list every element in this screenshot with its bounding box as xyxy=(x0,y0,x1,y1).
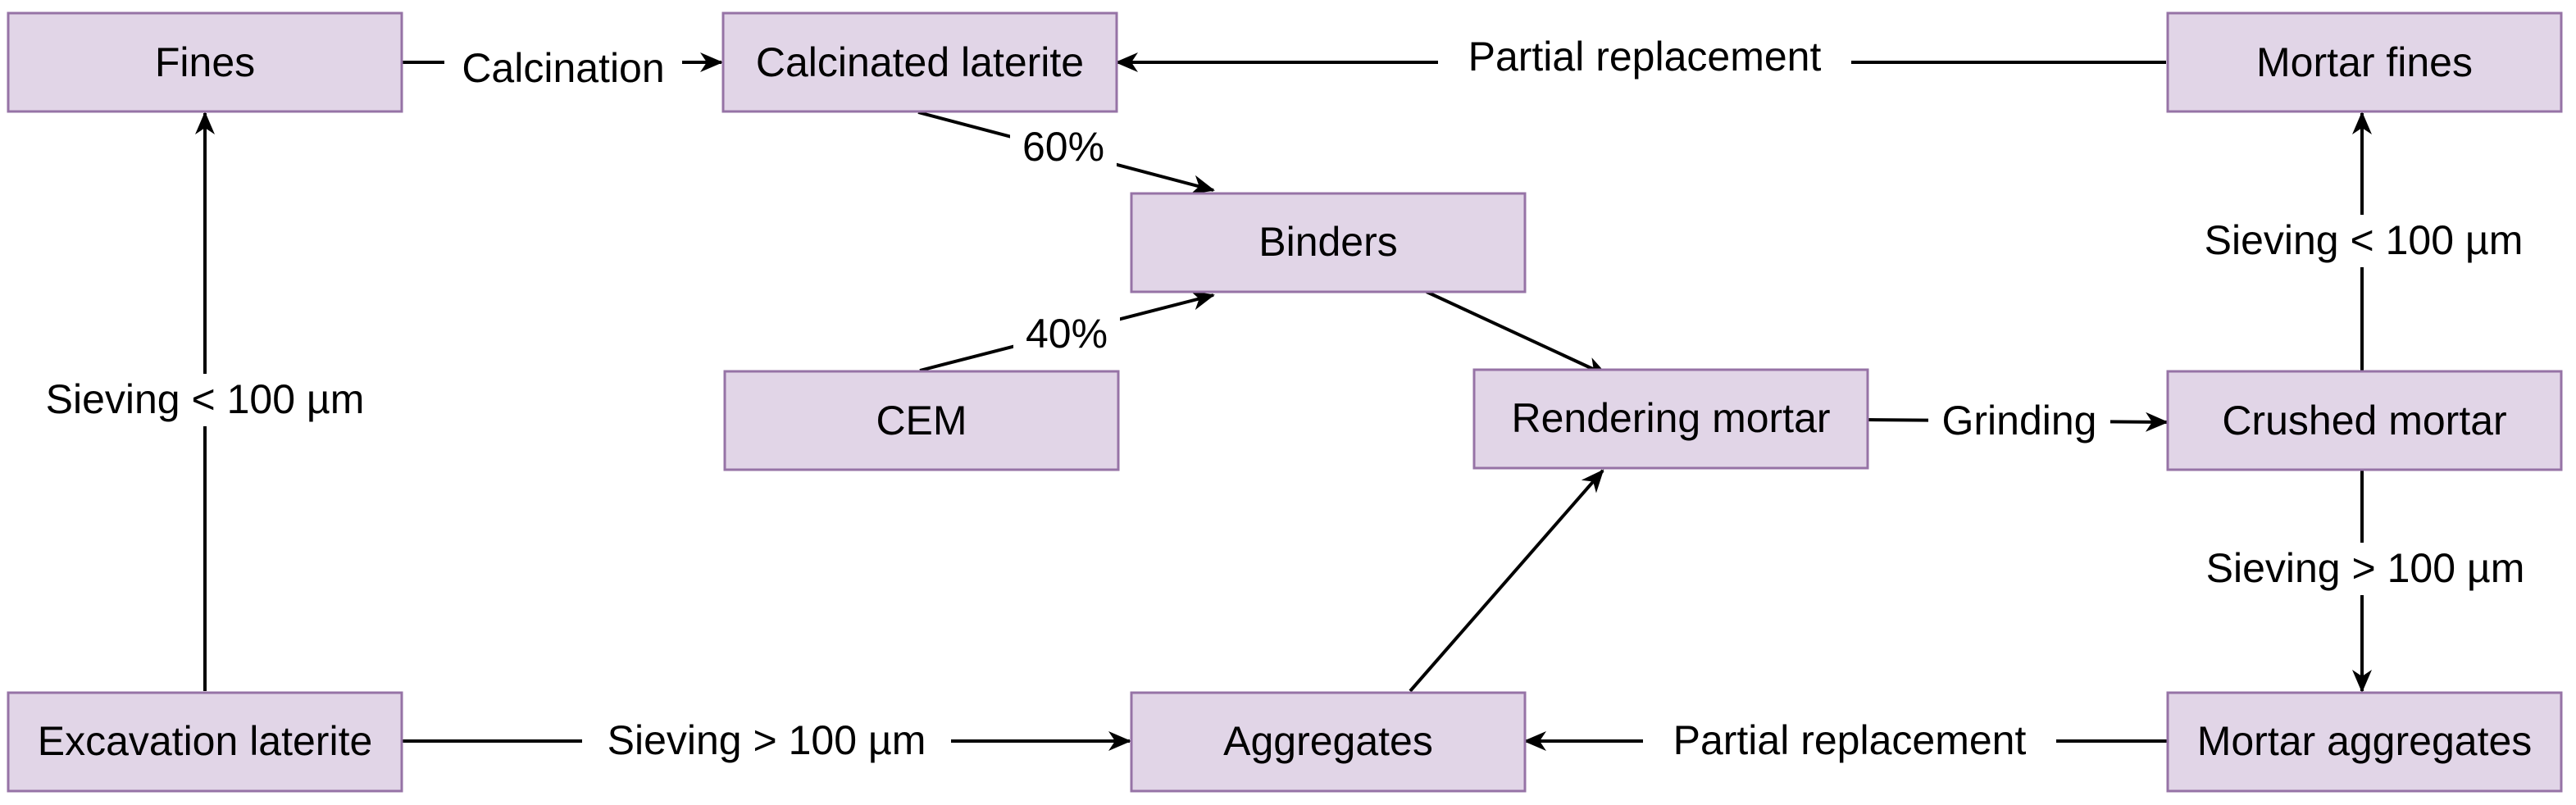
label-60-percent: 60% xyxy=(1010,123,1117,172)
node-binders: Binders xyxy=(1130,192,1527,293)
node-cem: CEM xyxy=(723,370,1120,471)
svg-text:Calcination: Calcination xyxy=(462,45,664,91)
label-partial-replacement-bottom: Partial replacement xyxy=(1643,715,2056,767)
node-aggregates: Aggregates xyxy=(1130,691,1527,793)
svg-text:Aggregates: Aggregates xyxy=(1223,718,1433,764)
edge-binders-to-rendering xyxy=(1426,290,1609,377)
node-fines: Fines xyxy=(7,11,403,113)
svg-text:CEM: CEM xyxy=(876,398,967,443)
node-mortar-aggregates: Mortar aggregates xyxy=(2166,691,2563,793)
label-grinding: Grinding xyxy=(1928,395,2110,448)
svg-text:Binders: Binders xyxy=(1258,219,1398,265)
svg-text:60%: 60% xyxy=(1022,124,1104,170)
svg-text:Sieving < 100 µm: Sieving < 100 µm xyxy=(2205,217,2524,263)
svg-text:Mortar fines: Mortar fines xyxy=(2256,39,2473,85)
label-sieving-lt-left: Sieving < 100 µm xyxy=(20,374,389,426)
svg-text:Partial replacement: Partial replacement xyxy=(1673,717,2027,763)
label-partial-replacement-top: Partial replacement xyxy=(1438,31,1851,84)
svg-text:Fines: Fines xyxy=(155,39,255,85)
node-mortar-fines: Mortar fines xyxy=(2166,11,2563,113)
svg-text:Rendering mortar: Rendering mortar xyxy=(1511,395,1830,441)
node-calcinated-laterite: Calcinated laterite xyxy=(721,11,1118,113)
svg-text:40%: 40% xyxy=(1026,311,1108,357)
svg-text:Crushed mortar: Crushed mortar xyxy=(2222,398,2506,443)
svg-text:Calcinated laterite: Calcinated laterite xyxy=(756,39,1084,85)
svg-text:Sieving < 100 µm: Sieving < 100 µm xyxy=(46,376,365,422)
label-40-percent: 40% xyxy=(1013,308,1120,357)
svg-text:Sieving > 100 µm: Sieving > 100 µm xyxy=(608,717,926,763)
label-sieving-gt-right: Sieving > 100 µm xyxy=(2181,543,2550,595)
node-rendering-mortar: Rendering mortar xyxy=(1472,368,1869,470)
svg-text:Excavation laterite: Excavation laterite xyxy=(38,718,373,764)
label-sieving-lt-right: Sieving < 100 µm xyxy=(2179,215,2548,267)
node-excavation-laterite: Excavation laterite xyxy=(7,691,403,793)
svg-text:Mortar aggregates: Mortar aggregates xyxy=(2197,718,2533,764)
label-sieving-gt-bottom: Sieving > 100 µm xyxy=(582,715,951,767)
edge-aggregates-to-rendering xyxy=(1409,469,1604,693)
svg-text:Partial replacement: Partial replacement xyxy=(1468,34,1822,80)
svg-text:Sieving > 100 µm: Sieving > 100 µm xyxy=(2206,545,2525,591)
svg-text:Grinding: Grinding xyxy=(1942,398,2097,443)
node-crushed-mortar: Crushed mortar xyxy=(2166,370,2563,471)
label-calcination: Calcination xyxy=(444,39,682,92)
